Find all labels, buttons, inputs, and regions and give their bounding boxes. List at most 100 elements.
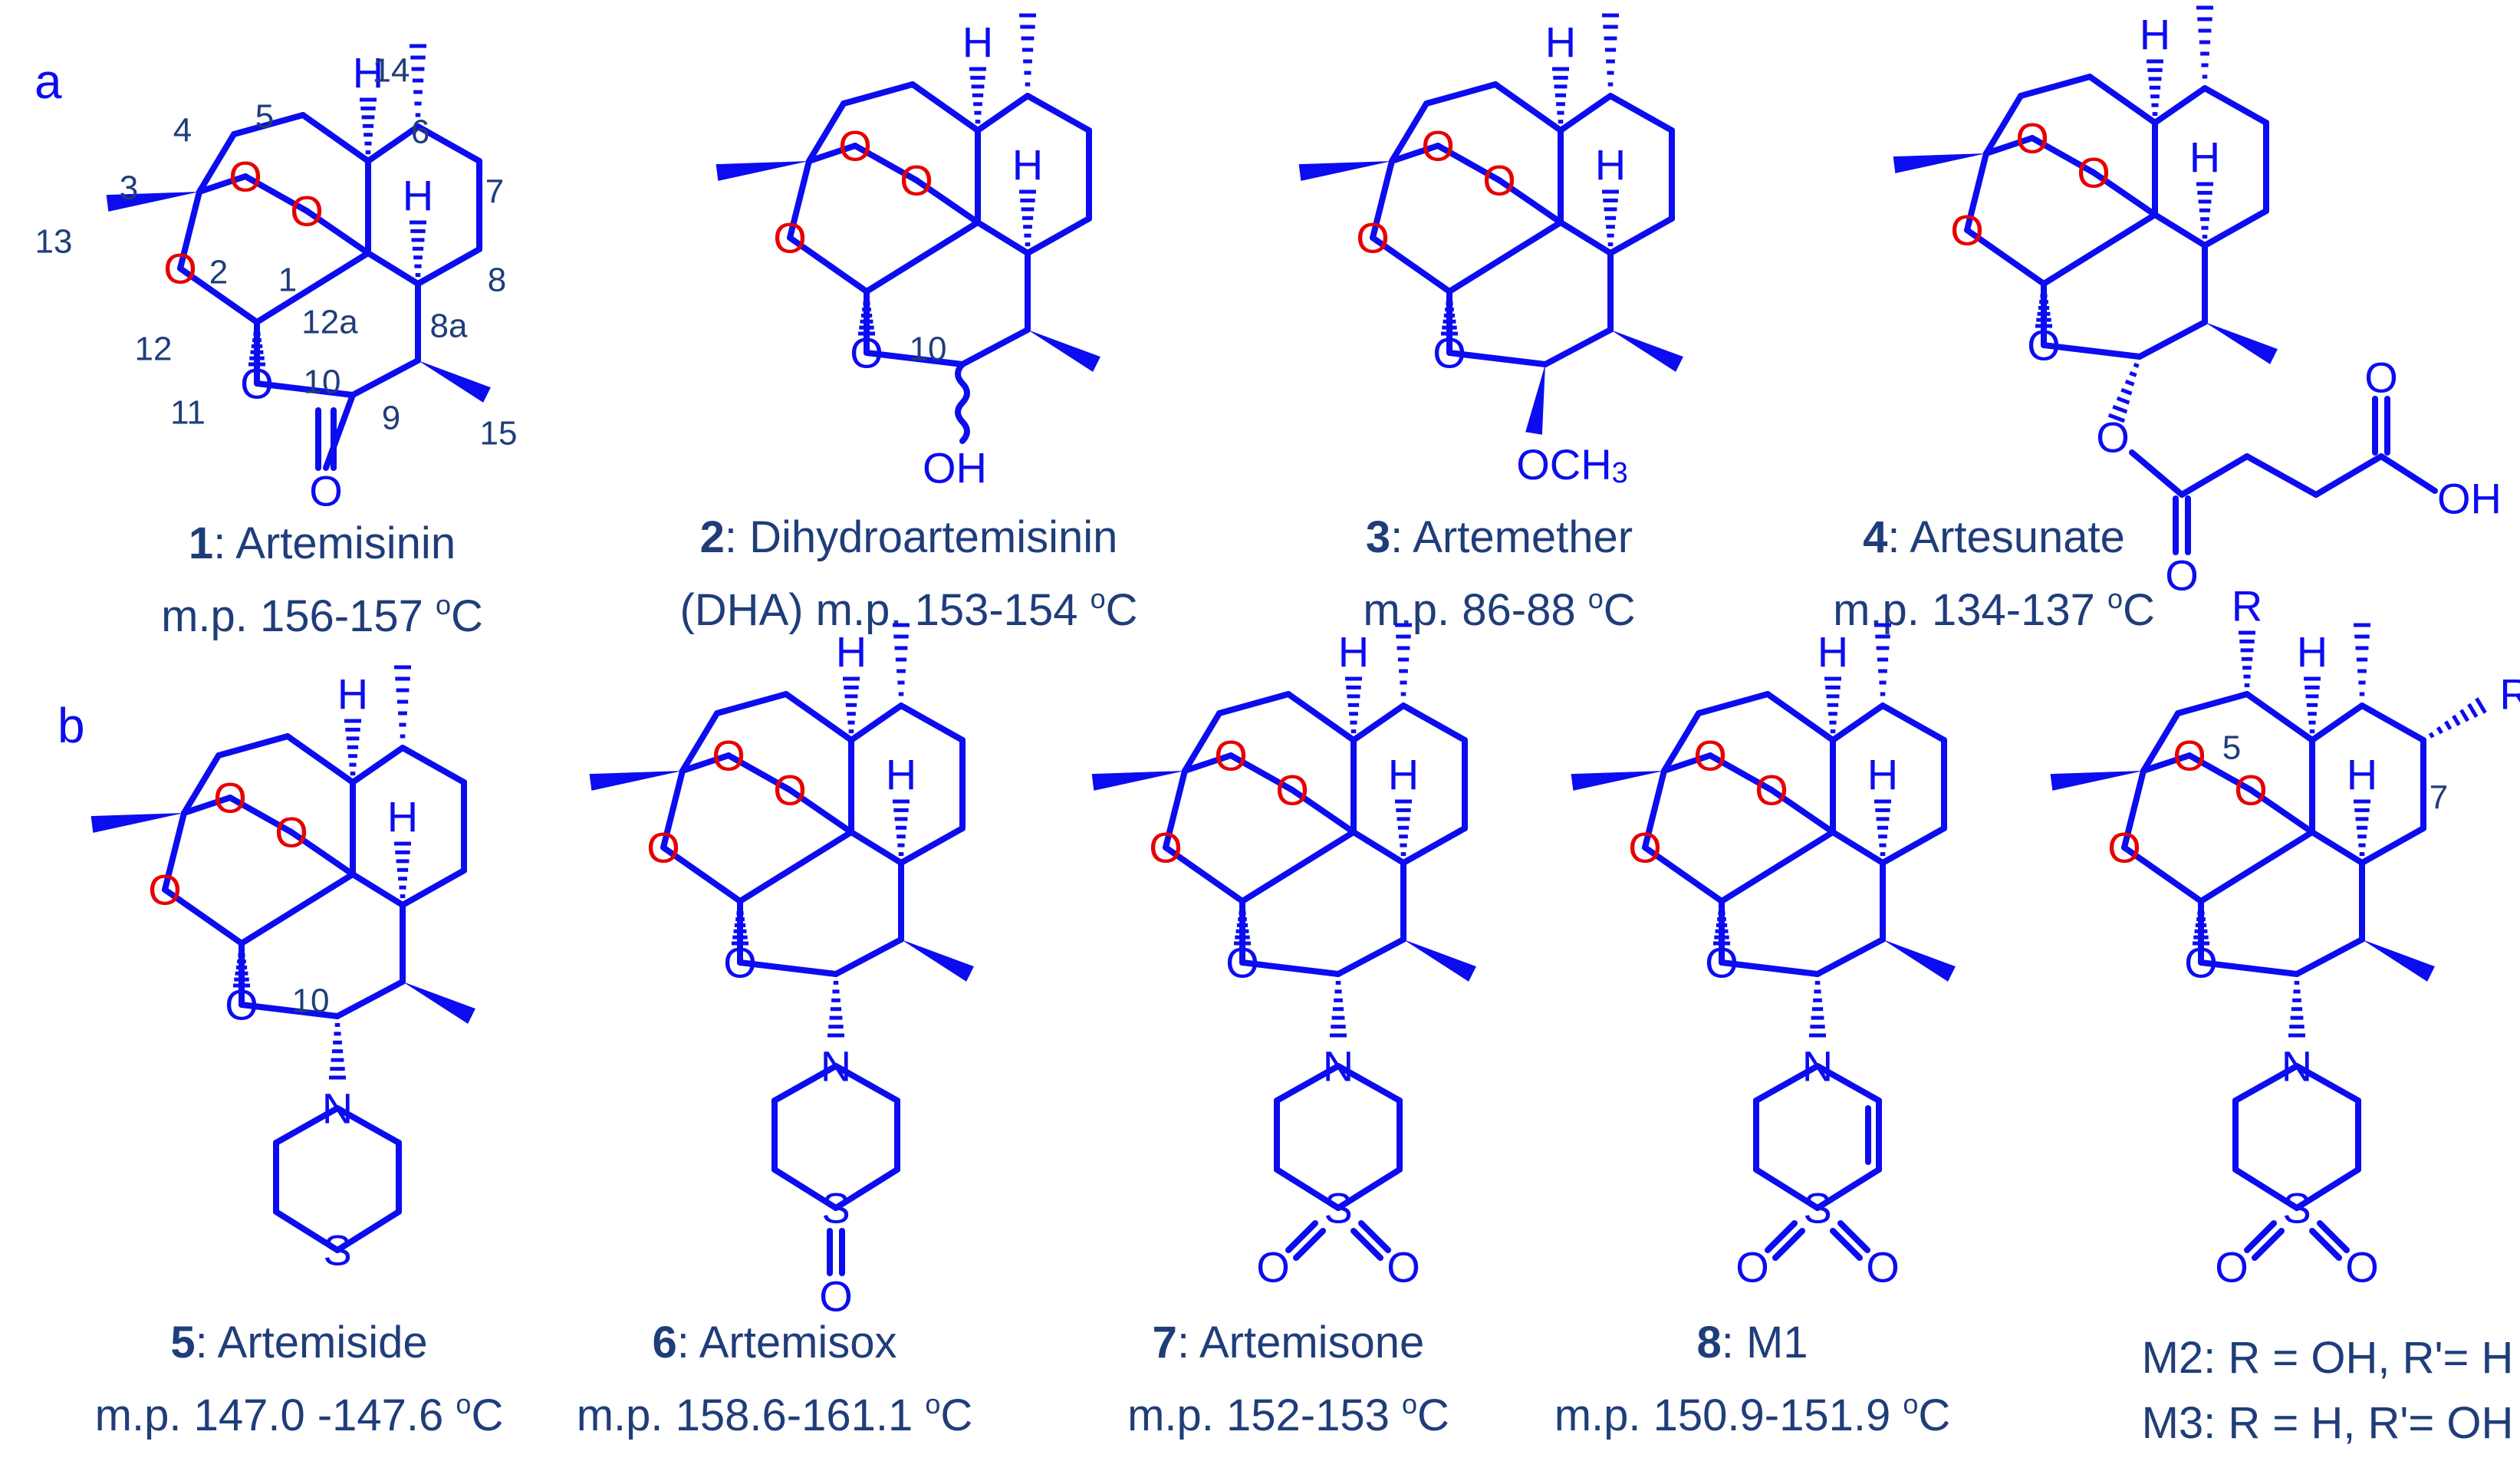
ring-bond (737, 959, 839, 977)
sulfone-oxygen: O (1387, 1243, 1420, 1292)
hash-mark (2467, 703, 2479, 719)
position-number-n15: 15 (480, 415, 518, 452)
c6-methyl-hash (1874, 623, 1891, 696)
nitrogen-atom: N (322, 1084, 353, 1133)
compound-number: 3 (1366, 512, 1390, 562)
ring-bond (177, 265, 260, 325)
ring-bond (660, 768, 686, 851)
ring-bond (1707, 752, 1775, 793)
mp-value: m.p. 152-153 (1127, 1390, 1402, 1440)
mp-value: m.p. 134-137 (1833, 585, 2107, 635)
peroxide-oxygen-atom: O (773, 766, 807, 814)
c10-amine-hash (329, 1022, 346, 1080)
compound-4-melting-point: m.p. 134-137 oC (1833, 583, 2155, 635)
position-number-n13: 13 (35, 223, 73, 261)
sulfur-atom: S (821, 1184, 850, 1232)
ester-oxygen: O (2096, 413, 2130, 462)
compound-number: 8 (1696, 1318, 1721, 1367)
m2-definition: M2: R = OH, R'= H (2142, 1333, 2514, 1383)
c12-h-hash (248, 326, 265, 367)
ring-bond (1163, 844, 1245, 904)
ring-bond (2041, 212, 2158, 287)
ring-bond (2029, 135, 2097, 176)
compound-number: 6 (652, 1318, 676, 1367)
c8a-h-hash (1019, 189, 1036, 247)
ring-bond (1642, 768, 1667, 851)
ring-bond (162, 810, 187, 893)
hash-mark (2120, 387, 2133, 396)
ring-bond (1289, 787, 1357, 835)
ring-bond (334, 979, 406, 1019)
ring-bond (350, 871, 406, 908)
c10-methoxy-wedge (1525, 364, 1545, 435)
ring-bond (1496, 177, 1564, 225)
ring-bond (806, 100, 847, 164)
ring-bond (1239, 959, 1341, 977)
ring-bond (334, 1105, 402, 1146)
ring-bond (1182, 710, 1222, 774)
h-atom: H (353, 49, 383, 97)
carbonyl-oxygen: O (2165, 551, 2199, 600)
ring-bond (1025, 216, 1092, 256)
sulfur-atom: S (2282, 1184, 2311, 1232)
ring-bond (1558, 93, 1614, 133)
ring-bond (350, 357, 421, 398)
c5a-h-hash (2304, 676, 2321, 734)
c3-methyl-wedge (1571, 771, 1664, 791)
sulfone-oxygen: O (1735, 1243, 1769, 1292)
oxygen-atom: O (2107, 824, 2141, 872)
oxygen-atom: O (1149, 824, 1183, 872)
compound-name: : Artemether (1390, 512, 1633, 562)
nitrogen-atom: N (2281, 1042, 2312, 1091)
compound-number: 2 (700, 512, 725, 562)
ring-bond (959, 327, 1031, 367)
ring-bond (679, 710, 720, 774)
c5a-h-hash (1552, 67, 1569, 124)
sulfone-bond (2252, 1228, 2285, 1261)
ring-bond (787, 787, 854, 835)
ring-bond (304, 208, 371, 256)
ring-bond (1370, 158, 1395, 241)
hash-mark (2443, 720, 2453, 731)
c3-methyl-wedge (716, 161, 809, 181)
ring-bond (231, 112, 306, 137)
ring-bond (783, 691, 854, 743)
mp-value: m.p. 156-157 (161, 591, 436, 641)
ring-bond (787, 235, 870, 295)
mp-value: m.p. 150.9-151.9 (1554, 1390, 1903, 1440)
h-atom: H (886, 751, 916, 799)
ring-bond (1607, 216, 1675, 256)
oxygen-atom: O (1950, 206, 1984, 255)
c12-h-hash (2193, 905, 2209, 946)
ring-bond (288, 829, 356, 877)
degree-sign: o (1402, 1388, 1417, 1420)
chain-bond (2129, 449, 2185, 498)
ring-bond (898, 703, 966, 743)
c3-methyl-wedge (1298, 161, 1392, 181)
ring-bond (2232, 1167, 2300, 1211)
ring-bond (660, 844, 743, 904)
peroxide-oxygen-atom: O (2015, 114, 2049, 163)
ring-bond (848, 829, 904, 866)
ring-bond (1389, 143, 1441, 164)
peroxide-oxygen-atom: O (712, 732, 745, 780)
ring-bond (285, 733, 356, 785)
c12-h-hash (2035, 288, 2052, 328)
ring-bond (1983, 135, 2035, 156)
unit: C (1106, 585, 1138, 635)
ring-bond (254, 250, 371, 325)
ring-bond (1542, 327, 1614, 367)
position-number-n11: 11 (170, 394, 206, 432)
ring-bond (2152, 85, 2208, 126)
chain-bond (2179, 453, 2250, 498)
c8a-h-hash (1395, 799, 1412, 857)
h-atom: H (1012, 141, 1043, 189)
ring-bond (714, 691, 789, 716)
sulfone-oxygen: O (2215, 1243, 2249, 1292)
ring-bond (787, 158, 812, 241)
c9-methyl-wedge (418, 360, 491, 403)
ring-bond (2198, 829, 2315, 904)
mp-value: m.p. 86-88 (1363, 585, 1587, 635)
